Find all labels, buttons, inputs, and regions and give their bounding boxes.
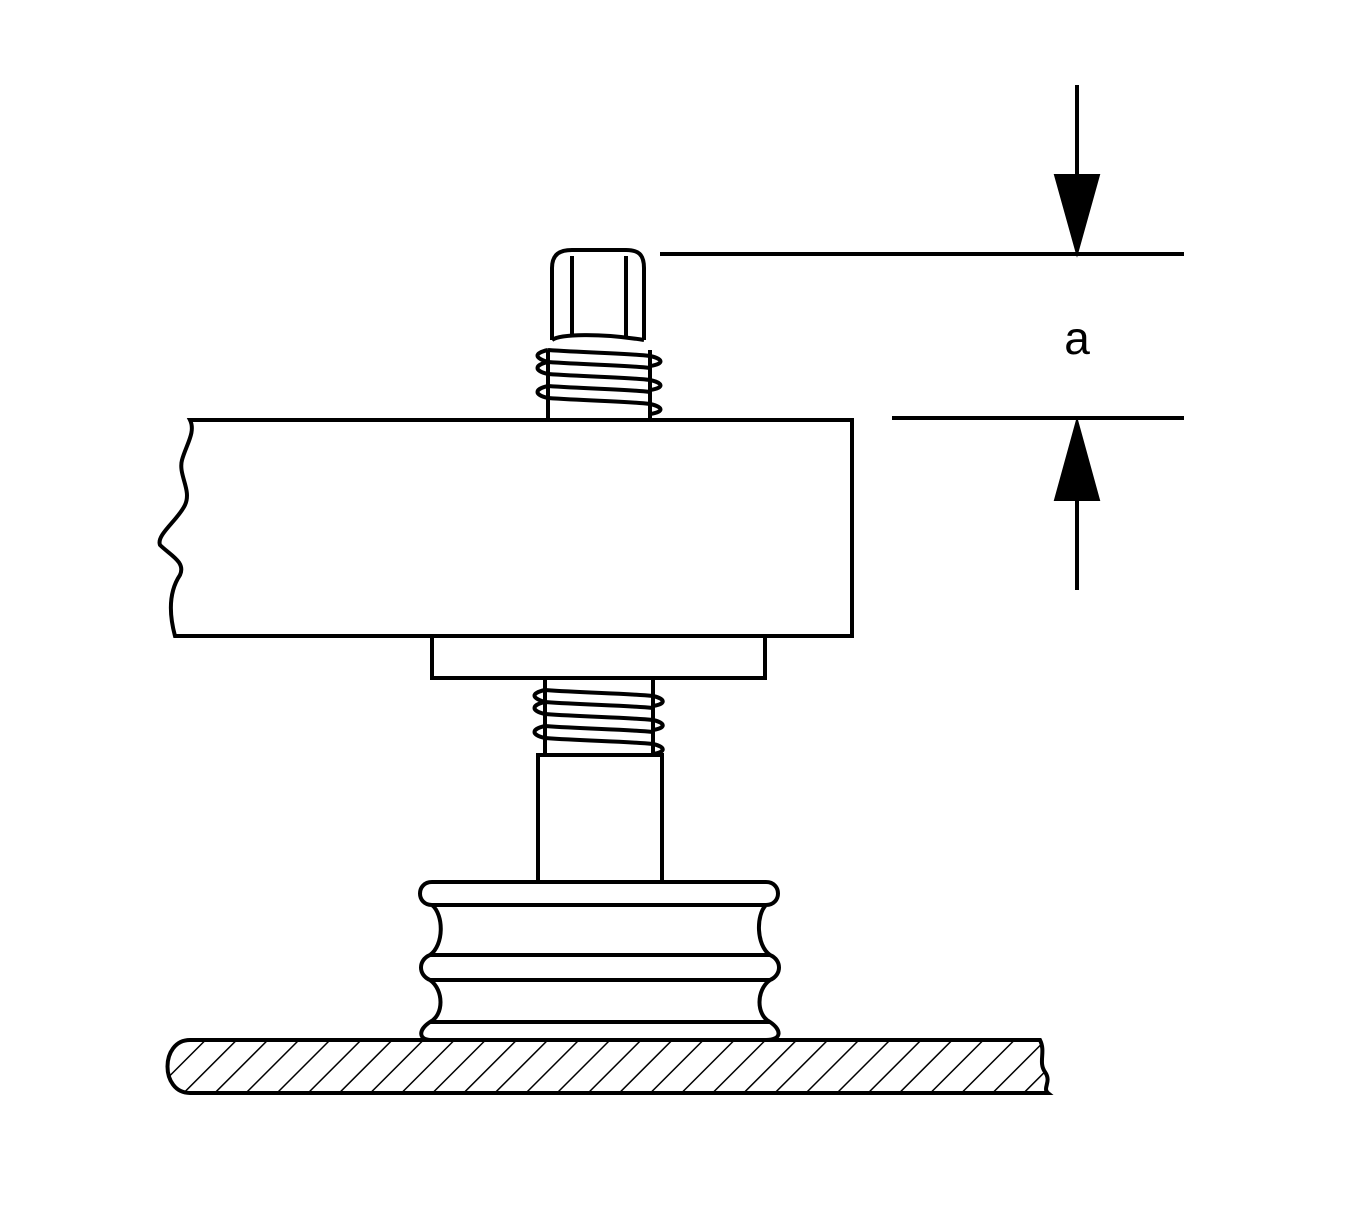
upper-stud (535, 248, 663, 420)
base-plate (165, 1038, 1054, 1095)
rubber-foot (418, 880, 781, 1042)
washer (430, 634, 767, 680)
lower-thread (532, 678, 665, 756)
arrow-up-icon (1053, 416, 1101, 501)
dimension-a (660, 85, 1184, 590)
spacer-column (536, 753, 664, 884)
mounting-bracket (157, 418, 854, 638)
arrow-down-icon (1053, 174, 1101, 258)
dimension-label: a (1064, 312, 1090, 364)
